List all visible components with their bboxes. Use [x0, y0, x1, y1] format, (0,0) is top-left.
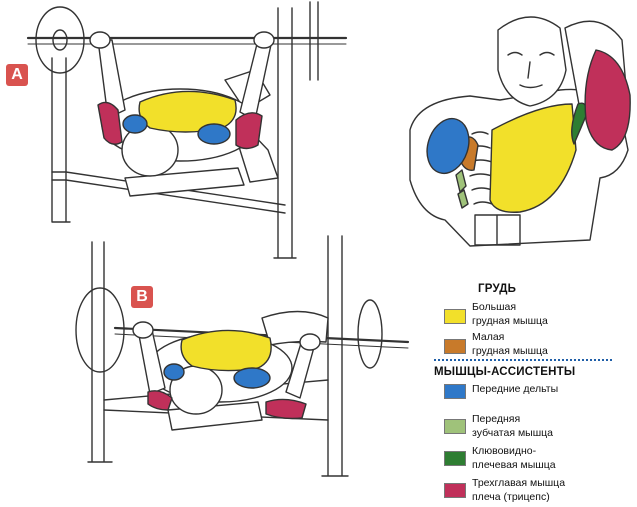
legend-label-line2: зубчатая мышца [472, 427, 553, 439]
legend-label-line1: Передняя [472, 413, 521, 425]
legend-swatch [444, 451, 466, 466]
legend-label-line1: Малая [472, 331, 505, 343]
figure-a-weight-plate [35, 6, 85, 74]
legend-swatch [444, 339, 466, 354]
legend-label-line2: плечевая мышца [472, 459, 556, 471]
anatomy-serratus-anterior [455, 169, 469, 209]
figure-a-triceps-left [97, 101, 123, 145]
legend-swatch [444, 483, 466, 498]
anatomy-pectoralis-major [489, 103, 577, 213]
figure-b-anterior-deltoid-left [163, 363, 185, 381]
figure-b-pectoralis-major [180, 329, 272, 372]
legend-label-line2: плеча (трицепс) [472, 491, 550, 503]
legend-label-line1: Передние дельты [472, 383, 559, 395]
legend-swatch [444, 309, 466, 324]
figure-a-anterior-deltoid-left [122, 114, 148, 134]
figure-b-triceps-right [265, 398, 307, 420]
anatomy-ribs [469, 131, 493, 205]
figure-b-bench-press [75, 235, 410, 477]
legend-label-line2: грудная мышца [472, 345, 548, 357]
anatomy-triceps [584, 49, 631, 151]
anatomy-torso [409, 16, 631, 247]
figure-b-rack [87, 241, 113, 463]
anatomy-coracobrachialis [571, 102, 588, 145]
legend-label-line1: Клювовидно- [472, 445, 537, 457]
legend-label-line1: Трехглавая мышца [472, 477, 566, 489]
label-b-badge: B [131, 286, 153, 308]
figure-b-triceps-left [147, 390, 173, 411]
legend-label-line2: грудная мышца [472, 315, 548, 327]
figure-b-anterior-deltoid-right [233, 367, 271, 389]
legend-label-line1: Большая [472, 301, 517, 313]
legend-title-assistants: МЫШЦЫ-АССИСТЕНТЫ [434, 366, 576, 378]
legend-swatch [444, 384, 466, 399]
anatomy-anterior-deltoid [426, 117, 470, 175]
figure-a-anterior-deltoid-right [197, 123, 231, 145]
figure-a-triceps-right [235, 112, 263, 150]
figure-b-weight-plate-left [75, 287, 125, 373]
figure-a-bench [124, 167, 245, 197]
figure-a-rack [51, 57, 71, 223]
figure-b-weight-plate-right [357, 299, 383, 369]
legend-title-chest: ГРУДЬ [478, 283, 517, 295]
legend-swatch [444, 419, 466, 434]
label-a-badge: A [6, 64, 28, 86]
figure-a-bench-press [26, 1, 348, 259]
legend-divider [434, 359, 612, 361]
anatomy-head [497, 16, 567, 107]
